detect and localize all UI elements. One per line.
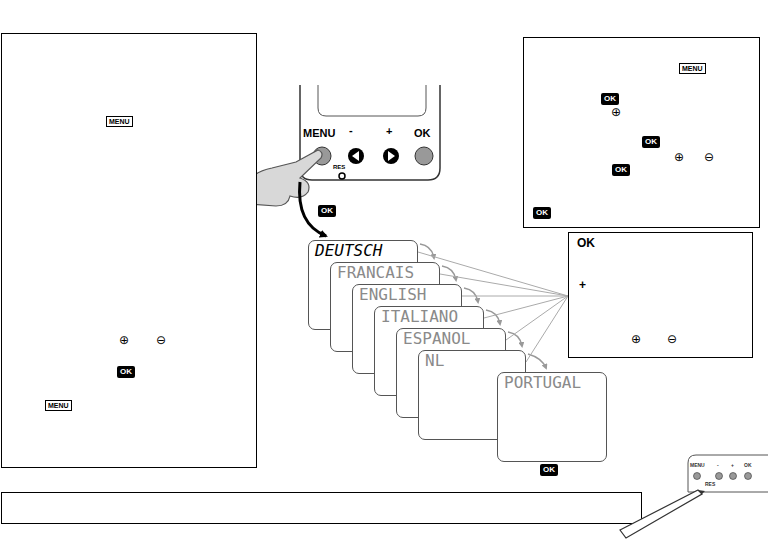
ok-icon: OK bbox=[612, 164, 630, 176]
button-label: + bbox=[386, 126, 392, 137]
button-label: - bbox=[349, 125, 353, 136]
ok-icon: OK bbox=[642, 136, 660, 148]
pen bbox=[620, 490, 702, 538]
language-screen: PORTUGAL bbox=[497, 372, 607, 462]
right-arrow bbox=[388, 151, 395, 161]
pointer-line bbox=[484, 296, 568, 318]
ok-button bbox=[415, 147, 433, 165]
language-name: NL bbox=[425, 352, 444, 370]
menu-icon: MENU bbox=[679, 63, 706, 74]
left-arrow bbox=[352, 151, 359, 161]
ok-icon: OK bbox=[318, 205, 336, 217]
button-legend-panel: OK + ⊕ ⊖ bbox=[568, 232, 753, 358]
button-label: - bbox=[717, 463, 719, 468]
instruction-panel: MENUOK⊕OK⊕⊖OKOK bbox=[523, 37, 760, 228]
button-label: MENU bbox=[303, 128, 335, 139]
ok-icon: OK bbox=[533, 207, 551, 219]
language-name: ESPANOL bbox=[403, 330, 470, 348]
ok-button bbox=[745, 473, 752, 480]
button-label: OK bbox=[744, 463, 752, 468]
button-label: MENU bbox=[690, 463, 705, 468]
language-name: DEUTSCH bbox=[315, 242, 382, 260]
button-label: + bbox=[579, 279, 586, 291]
language-name: ITALIANO bbox=[381, 308, 458, 326]
pointer-line bbox=[506, 296, 568, 340]
instruction-panel: MENU ⊕ ⊖ OK MENU bbox=[1, 33, 257, 468]
button-label: + bbox=[731, 463, 734, 468]
plus-icon: ⊕ bbox=[119, 334, 129, 346]
pen-tip bbox=[698, 490, 705, 494]
button-label: OK bbox=[414, 128, 431, 139]
button-label: RES bbox=[705, 482, 715, 487]
plus-icon: ⊕ bbox=[674, 151, 684, 163]
device-housing bbox=[300, 85, 440, 180]
next-arrow bbox=[528, 354, 546, 368]
button-label: RES bbox=[333, 164, 345, 170]
minus-button bbox=[348, 148, 364, 164]
plus-icon: ⊕ bbox=[631, 333, 641, 345]
ok-icon: OK bbox=[601, 93, 619, 105]
minus-icon: ⊖ bbox=[704, 151, 714, 163]
device-display bbox=[318, 85, 426, 116]
note-bar bbox=[2, 493, 642, 524]
language-name: PORTUGAL bbox=[504, 374, 581, 392]
plus-button bbox=[383, 148, 399, 164]
language-name: FRANCAIS bbox=[337, 264, 414, 282]
minus-button bbox=[716, 473, 723, 480]
device-housing bbox=[688, 455, 768, 492]
ok-icon: OK bbox=[540, 464, 558, 476]
minus-icon: ⊖ bbox=[667, 333, 677, 345]
minus-icon: ⊖ bbox=[156, 334, 166, 346]
menu-button bbox=[694, 473, 701, 480]
plus-button bbox=[730, 473, 737, 480]
plus-icon: ⊕ bbox=[611, 106, 621, 118]
pointer-line bbox=[462, 296, 568, 297]
language-name: ENGLISH bbox=[359, 286, 426, 304]
pointer-line bbox=[526, 296, 568, 362]
menu-icon: MENU bbox=[106, 116, 133, 127]
reset-hole bbox=[339, 173, 345, 179]
menu-icon: MENU bbox=[45, 400, 72, 411]
ok-icon: OK bbox=[117, 366, 135, 378]
next-arrow bbox=[442, 266, 456, 280]
button-label: OK bbox=[577, 237, 595, 249]
next-arrow bbox=[464, 288, 478, 302]
